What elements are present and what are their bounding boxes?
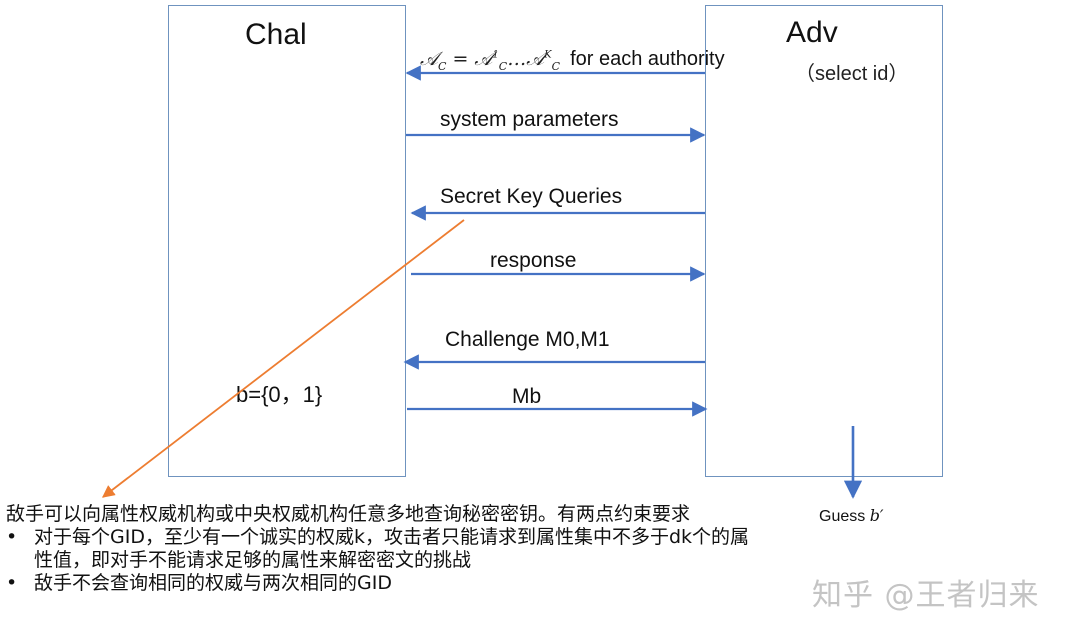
annotation-pointer-arrow (102, 219, 465, 498)
formula-caption: for each authority (570, 48, 725, 70)
formula-lhs-sub: C (437, 59, 447, 73)
formula-term-1-sub: C (498, 59, 508, 73)
adversary-box (705, 5, 943, 477)
msg-mb: Mb (512, 385, 542, 408)
annotation-bullet-1: 对于每个GID，至少有一个诚实的权威k，攻击者只能请求到属性集中不多于dk个的属… (6, 526, 756, 572)
msg-challenge: Challenge M0,M1 (445, 328, 610, 351)
formula-term-1: 𝒜 (474, 48, 493, 70)
msg-response: response (490, 249, 577, 272)
annotation-bullets: 对于每个GID，至少有一个诚实的权威k，攻击者只能请求到属性集中不多于dk个的属… (6, 526, 756, 595)
challenger-title: Chal (245, 18, 307, 51)
challenger-box (168, 5, 406, 477)
b-choice-label: b={0，1} (236, 382, 323, 407)
guess-label: Guess b′ (819, 506, 884, 526)
guess-var: b′ (869, 506, 884, 525)
formula-dots: … (507, 48, 527, 70)
formula-eq: = (446, 48, 475, 70)
annotation-paragraph: 敌手可以向属性权威机构或中央权威机构任意多地查询秘密密钥。有两点约束要求 (6, 503, 691, 525)
guess-text: Guess (819, 508, 870, 525)
formula-lhs: 𝒜 (420, 48, 438, 70)
formula-term-2: 𝒜 (526, 48, 545, 70)
annotation-bullet-2: 敌手不会查询相同的权威与两次相同的GID (6, 572, 756, 595)
annotation-text: 敌手可以向属性权威机构或中央权威机构任意多地查询秘密密钥。有两点约束要求 对于每… (6, 503, 756, 595)
msg-system-parameters: system parameters (440, 108, 619, 131)
formula-term-1-sup: 1 (492, 49, 499, 61)
adversary-title: Adv (786, 16, 838, 49)
formula-term-2-sup: K (544, 49, 552, 61)
msg-secret-key-queries: Secret Key Queries (440, 185, 623, 208)
adversary-note: （select id） (795, 63, 909, 85)
watermark: 知乎 @王者归来 (812, 578, 1040, 613)
formula-term-2-sub: C (551, 59, 561, 73)
